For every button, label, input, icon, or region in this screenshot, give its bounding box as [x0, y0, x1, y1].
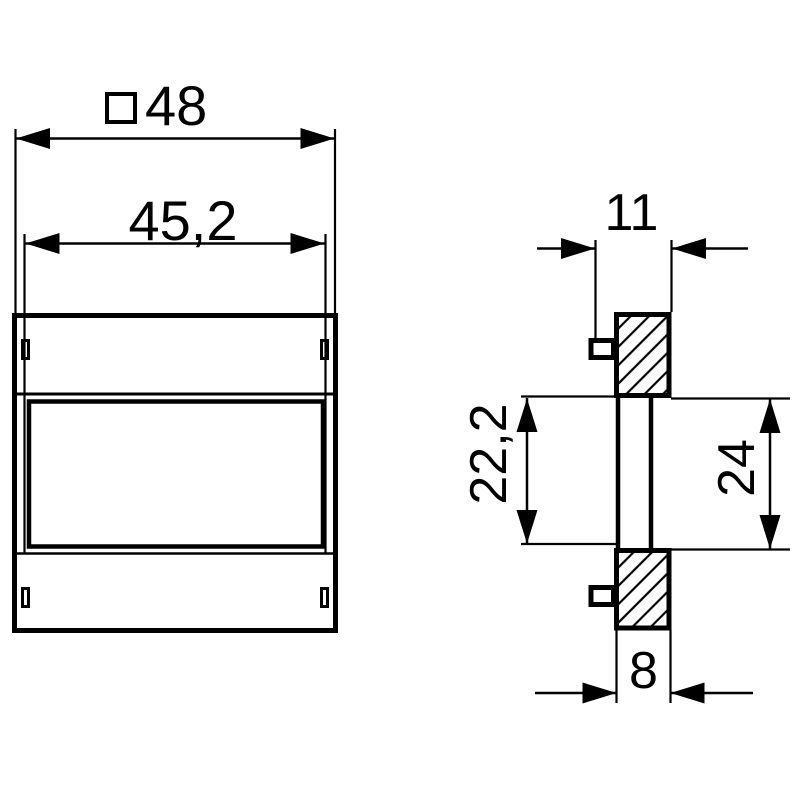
- outer-size-label: 48: [145, 74, 207, 137]
- arrowhead-24-down: [759, 515, 781, 549]
- front-clip-bottom-right: [320, 587, 329, 608]
- total-depth-label: 11: [605, 184, 659, 242]
- mounting-depth-label: 8: [629, 642, 658, 700]
- front-clip-bottom-left: [21, 587, 30, 608]
- arrowhead-22-2-up: [516, 398, 538, 432]
- arrowhead-45-2-right: [290, 233, 325, 254]
- side-flange-bottom-section: [614, 548, 672, 631]
- front-view-lines: [12, 92, 338, 633]
- arrowhead-8-right: [670, 682, 705, 704]
- arrowhead-8-left: [582, 682, 617, 704]
- bezel-height-label: 24: [708, 439, 766, 497]
- arrowhead-45-2-left: [25, 233, 60, 254]
- front-clip-top-right: [320, 339, 329, 360]
- side-clip-tab-top: [588, 338, 616, 360]
- front-view-labels: 48 45,2: [16, 74, 335, 254]
- side-view-labels: 11 22,2 24 8: [460, 184, 781, 704]
- square-dimension-icon: [105, 92, 137, 124]
- front-display-window: [26, 399, 326, 549]
- arrowhead-48-left: [16, 128, 50, 149]
- side-flange-top-section: [614, 312, 672, 398]
- front-outer-square: [12, 313, 338, 633]
- arrowhead-48-right: [300, 128, 335, 149]
- bezel-size-label: 45,2: [129, 189, 238, 252]
- side-clip-tab-bottom: [588, 585, 616, 607]
- arrowhead-11-right: [672, 238, 706, 259]
- front-clip-top-left: [21, 339, 30, 360]
- cutout-height-label: 22,2: [460, 403, 518, 504]
- arrowhead-24-up: [759, 399, 781, 433]
- arrowhead-22-2-down: [516, 510, 538, 544]
- arrowhead-11-left: [561, 238, 595, 259]
